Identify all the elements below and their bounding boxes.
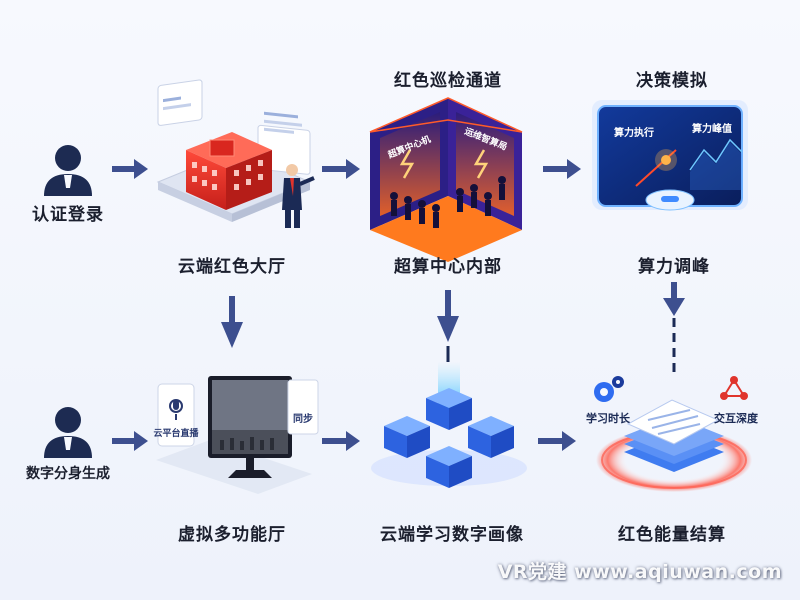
arrow-inspection-down	[437, 290, 459, 342]
arrow-virtual-to-portrait	[322, 431, 360, 451]
arrow-decision-down	[663, 282, 685, 316]
hall-label: 云端红色大厅	[178, 252, 286, 277]
metric-interaction-depth: 交互深度	[714, 410, 758, 426]
virtual-hall-label: 虚拟多功能厅	[178, 520, 286, 545]
avatar-generate-label: 数字分身生成	[26, 463, 110, 483]
decision-title: 决策模拟	[636, 66, 708, 91]
inspection-title: 红色巡检通道	[394, 66, 502, 91]
arrow-portrait-to-settlement	[538, 431, 576, 451]
network-icon	[720, 376, 748, 400]
inspection-label: 超算中心内部	[394, 252, 502, 277]
arrow-hall-to-inspection	[322, 159, 360, 179]
virtual-hall-card-text: 云平台直播	[153, 426, 198, 439]
gear-icon	[594, 376, 624, 402]
user-icon-bottom	[44, 407, 92, 458]
settlement-label: 红色能量结算	[618, 520, 726, 545]
watermark: VR党建 www.aqiuwan.com	[498, 557, 782, 584]
portrait-label: 云端学习数字画像	[380, 520, 524, 545]
decision-chip-right: 算力峰值	[692, 120, 732, 135]
arrow-login-to-hall	[112, 159, 148, 179]
decision-screen-illustration	[592, 100, 748, 210]
virtual-hall-side-card: 同步	[293, 410, 313, 425]
user-icon-top	[44, 145, 92, 196]
inspection-corridor-illustration	[370, 98, 522, 262]
decision-label: 算力调峰	[638, 252, 710, 277]
arrow-inspection-to-decision	[543, 159, 581, 179]
auth-login-label: 认证登录	[32, 200, 104, 225]
data-cubes-illustration	[371, 362, 527, 488]
settlement-illustration	[594, 376, 752, 492]
red-hall-illustration	[158, 80, 314, 228]
decision-chip-left: 算力执行	[614, 124, 654, 139]
metric-study-duration: 学习时长	[586, 410, 630, 426]
arrow-avatar-to-virtual-hall	[112, 431, 148, 451]
arrow-hall-down	[221, 296, 243, 348]
